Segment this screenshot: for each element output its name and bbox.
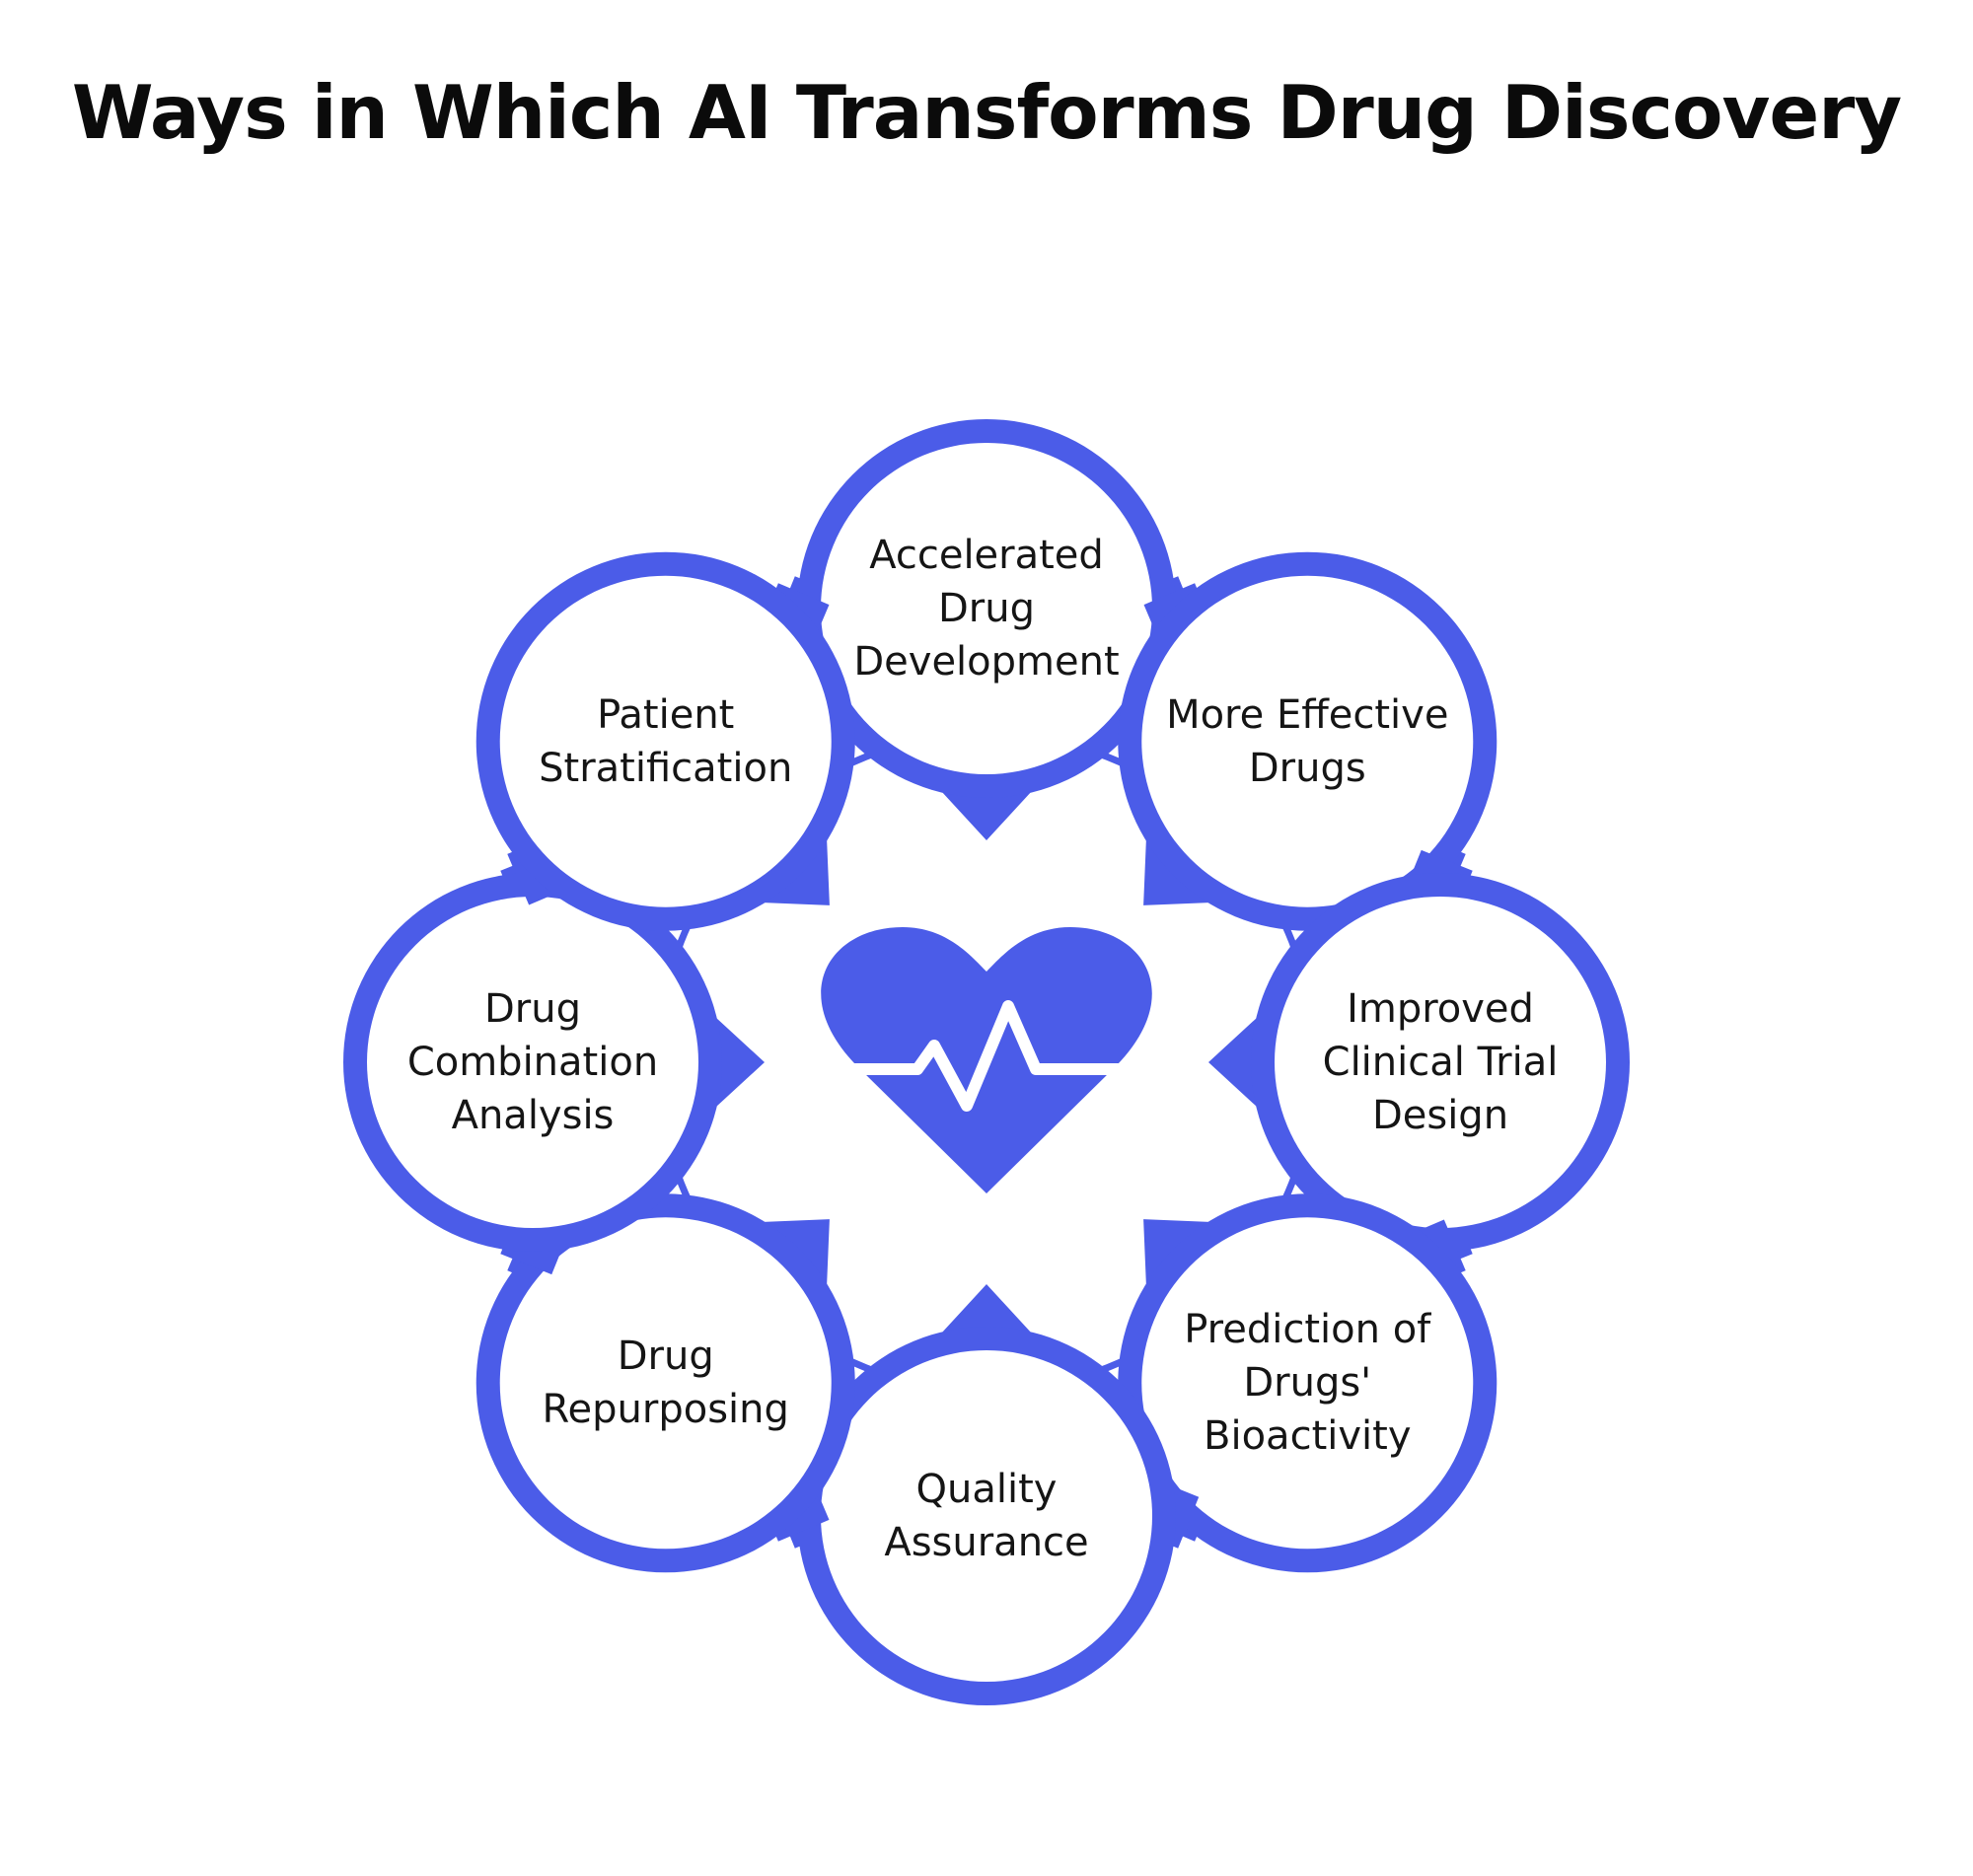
node-inner-disc: [499, 1217, 832, 1550]
node-inner-disc: [1141, 575, 1474, 907]
node-prediction-of-drugs-bioactivity: [1118, 1193, 1498, 1573]
heart-pulse-icon: [821, 927, 1152, 1193]
node-label-line: Drug: [484, 986, 581, 1032]
node-label-line: Improved: [1347, 986, 1534, 1032]
node-patient-stratification: [475, 551, 855, 931]
node-label-line: Combination: [406, 1040, 659, 1085]
node-label-line: Drug: [938, 586, 1035, 631]
node-label-line: Drugs: [1248, 745, 1366, 791]
node-label-line: Drugs': [1243, 1360, 1372, 1407]
node-label-line: Clinical Trial: [1322, 1040, 1559, 1085]
node-label-line: Accelerated: [869, 533, 1104, 578]
node-inner-disc: [821, 1350, 1152, 1682]
node-label-line: Development: [853, 639, 1120, 685]
node-label-line: Drug: [617, 1334, 714, 1380]
node-label-line: More Effective: [1166, 691, 1449, 738]
node-label-line: Quality: [915, 1467, 1058, 1512]
node-quality-assurance: [773, 1284, 1200, 1705]
nodes-group: [343, 419, 1630, 1705]
node-more-effective-drugs: [1118, 551, 1498, 931]
node-improved-clinical-trial-design: [1208, 849, 1630, 1275]
node-inner-disc: [499, 575, 832, 907]
node-label-line: Stratification: [539, 745, 793, 791]
node-label-line: Bioactivity: [1204, 1413, 1412, 1460]
node-label-line: Assurance: [884, 1520, 1089, 1565]
node-label-line: Design: [1371, 1093, 1509, 1138]
node-drug-repurposing: [475, 1193, 855, 1573]
node-drug-combination-analysis: [343, 849, 765, 1275]
node-label-prediction-of-drugs-bioactivity: Prediction of Drugs' Bioactivity: [1159, 1303, 1455, 1463]
node-label-line: Patient: [597, 691, 735, 738]
node-inner-disc: [821, 443, 1152, 774]
node-inner-disc: [367, 897, 698, 1228]
node-label-line: Analysis: [451, 1093, 615, 1138]
node-label-line: Repurposing: [542, 1387, 789, 1433]
node-accelerated-drug-development: [773, 419, 1200, 840]
node-inner-disc: [1275, 897, 1606, 1228]
pulse-line: [840, 1000, 1135, 1112]
node-label-line: Prediction of: [1184, 1307, 1431, 1353]
node-inner-disc: [1141, 1217, 1474, 1550]
diagram-title: Ways in Which AI Transforms Drug Discove…: [71, 69, 1902, 156]
